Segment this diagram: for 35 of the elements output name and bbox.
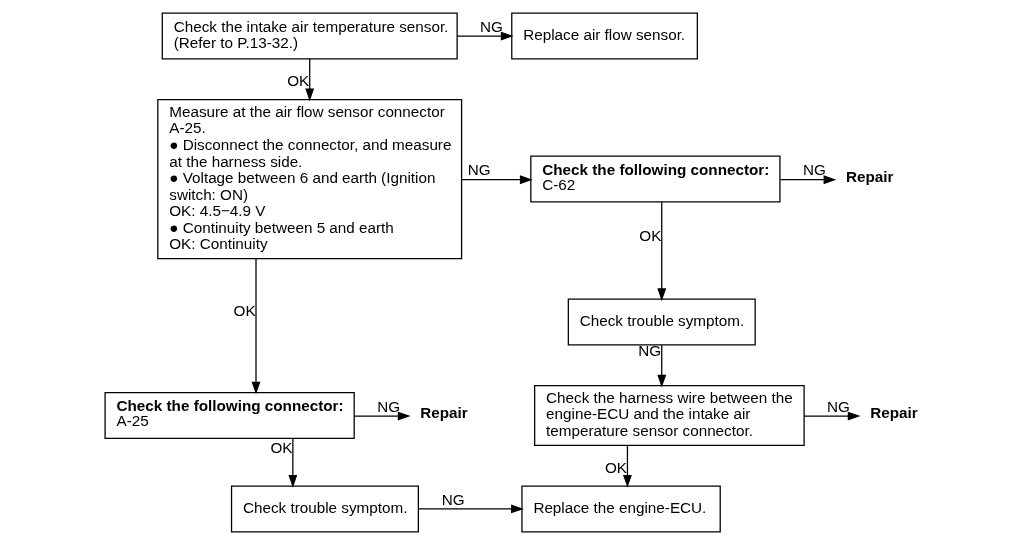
node-box: Measure at the air flow sensor connector A-25. ● Disconnect the connector, and measure at the harness side. ● Voltage between 6 and earth (Ignition switch: ON) OK: 4.5−4.9 V ● Continuity between 5 and earth OK: Continuity: [157, 99, 463, 260]
edge-label: OK: [287, 72, 310, 90]
edge-label: OK: [604, 458, 628, 476]
arrow: [803, 411, 861, 421]
arrow: [779, 175, 837, 185]
edge-label: NG: [802, 161, 826, 179]
node-box: Check the intake air temperature sensor. (Refer to P.13-32.): [161, 12, 458, 60]
edge-label: NG: [479, 17, 503, 35]
node-box: Check the following connector: A-25: [104, 391, 355, 439]
edge-label: NG: [467, 161, 491, 179]
node-text: Repair: [420, 404, 468, 422]
edge-label: OK: [639, 227, 662, 245]
edge-label: OK: [233, 302, 256, 320]
arrow: [288, 437, 298, 488]
arrow: [657, 344, 667, 388]
node-text: Repair: [846, 167, 894, 185]
arrow: [657, 201, 667, 302]
edge-label: NG: [441, 490, 465, 508]
node-box: Check the following connector: C-62: [530, 155, 781, 203]
arrow: [251, 258, 261, 395]
arrow: [623, 444, 632, 488]
arrow: [456, 31, 514, 41]
edge-label: NG: [826, 397, 850, 415]
edge-label: NG: [377, 397, 401, 415]
arrow: [305, 58, 315, 102]
arrow: [353, 411, 411, 421]
arrow: [418, 504, 524, 514]
arrow: [461, 175, 533, 185]
node-box: Replace the engine-ECU.: [521, 485, 721, 533]
node-text: Repair: [870, 404, 918, 422]
node-box: Check the harness wire between the engine-ECU and the intake air temperature sensor connector.: [534, 384, 805, 446]
node-box: Replace air flow sensor.: [511, 12, 698, 60]
node-box: Check trouble symptom.: [230, 485, 419, 533]
node-box: Check trouble symptom.: [567, 298, 756, 346]
edge-label: OK: [270, 438, 293, 456]
